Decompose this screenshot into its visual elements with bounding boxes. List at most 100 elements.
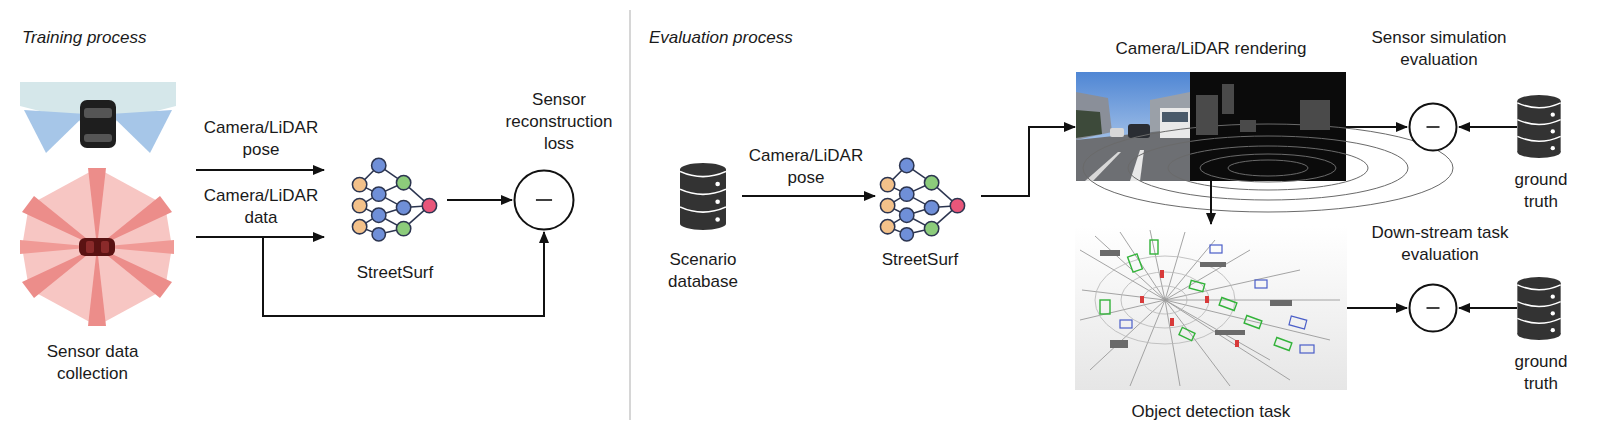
object-detection-image bbox=[1100, 250, 1292, 348]
object-detection-image bbox=[1165, 270, 1300, 300]
rendering-image bbox=[1160, 108, 1190, 138]
node-label: StreetSurf bbox=[860, 249, 980, 271]
database-icon bbox=[1517, 277, 1560, 340]
neural-network-icon bbox=[352, 158, 964, 241]
object-detection-image bbox=[1165, 300, 1270, 360]
object-detection-image bbox=[1095, 256, 1235, 344]
node-label: StreetSurf bbox=[335, 262, 455, 284]
circle-outline bbox=[1410, 104, 1457, 151]
detection-image: Object detection task bbox=[1075, 226, 1347, 390]
rendering-image bbox=[1196, 84, 1330, 135]
rendering-image bbox=[1240, 120, 1256, 132]
rendering-image bbox=[1083, 124, 1453, 212]
rendering-image bbox=[1300, 100, 1330, 130]
sensor-car-illustration bbox=[84, 134, 112, 142]
object-detection-image bbox=[1289, 316, 1307, 329]
object-detection-image bbox=[1080, 300, 1165, 320]
arrow-connector bbox=[1347, 307, 1407, 309]
node-label: Sensor simulation evaluation bbox=[1364, 27, 1514, 71]
rendering-image bbox=[1076, 72, 1190, 181]
arrow-connector bbox=[263, 232, 544, 316]
circle-outline bbox=[1408, 283, 1458, 333]
sensor-car-illustration bbox=[110, 110, 172, 153]
circle-outline bbox=[1410, 285, 1457, 332]
arrow-connector bbox=[981, 127, 1075, 196]
object-detection-image bbox=[1082, 290, 1165, 300]
object-detection-image bbox=[1128, 254, 1143, 272]
arrow-connector bbox=[1459, 307, 1517, 309]
object-detection-image bbox=[1120, 232, 1165, 300]
circle-outline bbox=[1408, 102, 1458, 152]
object-detection-image bbox=[1170, 318, 1174, 326]
object-detection-image bbox=[1143, 286, 1187, 314]
object-detection-image bbox=[1100, 300, 1110, 314]
node-label: ground truth bbox=[1511, 169, 1571, 213]
object-detection-image bbox=[1235, 340, 1239, 347]
object-detection-image bbox=[1075, 226, 1347, 390]
object-detection-image bbox=[1165, 300, 1340, 301]
node-label: Down-stream task evaluation bbox=[1365, 222, 1515, 266]
object-detection-image bbox=[1205, 296, 1209, 303]
object-detection-image bbox=[1179, 327, 1195, 340]
object-detection-image bbox=[1100, 240, 1292, 350]
object-detection-image bbox=[1110, 340, 1128, 348]
rendering-image bbox=[1076, 110, 1102, 138]
edge-label: Camera/LiDAR pose bbox=[741, 145, 871, 189]
section-title: Training process bbox=[22, 27, 146, 49]
database: Scenario database bbox=[680, 163, 726, 230]
node-label: Scenario database bbox=[653, 249, 753, 293]
loss-circle: Sensor reconstruction loss bbox=[513, 169, 575, 231]
database: ground truth bbox=[1517, 277, 1561, 340]
object-detection-image bbox=[1244, 316, 1262, 329]
sensor-car-illustration bbox=[24, 110, 86, 153]
sensor-car-illustration bbox=[84, 108, 112, 118]
database: ground truth bbox=[1517, 95, 1561, 158]
network-model: StreetSurf bbox=[878, 154, 968, 242]
rendering-image bbox=[1085, 152, 1121, 181]
minus-symbol bbox=[1427, 307, 1440, 309]
sensor-car-illustration bbox=[97, 240, 174, 254]
object-detection-image bbox=[1165, 300, 1290, 380]
sensor-car-illustration bbox=[88, 247, 106, 326]
rendering-image: Camera/LiDAR rendering bbox=[1076, 72, 1346, 181]
rendering-image bbox=[1168, 146, 1368, 190]
rendering-image bbox=[1200, 154, 1336, 182]
object-detection-image bbox=[1140, 296, 1144, 303]
object-detection-image bbox=[1274, 338, 1292, 351]
section-title: Evaluation process bbox=[649, 27, 793, 49]
object-detection-image bbox=[1300, 345, 1314, 353]
rendering-image bbox=[1110, 128, 1124, 137]
object-detection-image bbox=[1095, 236, 1165, 300]
object-detection-image bbox=[1095, 256, 1235, 344]
section-divider bbox=[629, 10, 631, 420]
sensor-car-illustration bbox=[86, 241, 94, 253]
sensor-car-illustration bbox=[88, 168, 106, 247]
rendering-image bbox=[1222, 84, 1234, 114]
object-detection-image bbox=[1140, 270, 1239, 347]
sensor-car-illustration bbox=[80, 100, 116, 148]
database-icon bbox=[680, 163, 726, 230]
object-detection-image bbox=[1100, 250, 1120, 256]
evaluation-circle: Down-stream task evaluation bbox=[1408, 283, 1458, 333]
minus-symbol bbox=[536, 199, 552, 201]
object-detection-image bbox=[1075, 226, 1347, 390]
object-detection-image bbox=[1165, 300, 1330, 340]
neural-network-icon bbox=[352, 158, 436, 241]
rendering-image bbox=[1196, 95, 1218, 135]
rendering-image bbox=[1162, 112, 1188, 122]
sensor-illustration: Sensor data collection bbox=[15, 78, 190, 333]
object-detection-image bbox=[1215, 330, 1245, 335]
circle-outline bbox=[513, 169, 575, 231]
arrow-connector bbox=[1346, 126, 1407, 128]
minus-symbol bbox=[1427, 126, 1440, 128]
object-detection-image bbox=[1150, 240, 1158, 254]
arrow-connector bbox=[196, 236, 324, 238]
circle-outline bbox=[515, 171, 574, 230]
arrow-connector bbox=[196, 169, 324, 171]
network-model: StreetSurf bbox=[350, 154, 440, 242]
object-detection-image bbox=[1120, 245, 1314, 353]
node-label: Camera/LiDAR rendering bbox=[1081, 38, 1341, 60]
